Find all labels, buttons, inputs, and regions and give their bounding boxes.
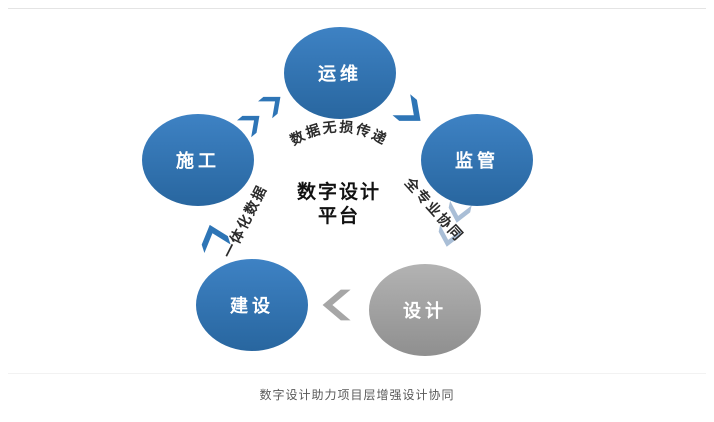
node-construction-circle: [142, 114, 254, 206]
flow-label-data-transfer: 数据无损传递: [287, 118, 390, 148]
node-operations-circle: [284, 27, 396, 119]
center-title-line2: 平台: [318, 204, 360, 227]
node-development: 建设: [196, 259, 308, 351]
top-divider: [8, 8, 706, 9]
node-development-label: 建设: [230, 295, 274, 316]
chevron-down-right-icon: [392, 94, 430, 132]
chevron-left-icon: [322, 289, 351, 321]
caption-divider: [8, 373, 706, 374]
figure-caption: 数字设计助力项目层增强设计协同: [259, 388, 455, 402]
node-operations: 运维: [284, 27, 396, 119]
node-design-circle: [369, 264, 481, 356]
node-operations-label: 运维: [318, 63, 362, 84]
node-supervision-circle: [421, 114, 533, 206]
node-design-label: 设计: [403, 300, 447, 321]
node-supervision: 监管: [421, 114, 533, 206]
node-supervision-label: 监管: [455, 150, 499, 171]
node-construction: 施工: [142, 114, 254, 206]
center-title-line1: 数字设计: [297, 180, 381, 203]
chevron-up-right-icon: [258, 88, 288, 119]
node-development-circle: [196, 259, 308, 351]
cycle-diagram: 运维 施工 监管 建设 设计 数字设计 平台 数据无损传递 全专业协同 一体化数…: [142, 27, 533, 356]
node-construction-label: 施工: [176, 150, 220, 171]
node-design: 设计: [369, 264, 481, 356]
